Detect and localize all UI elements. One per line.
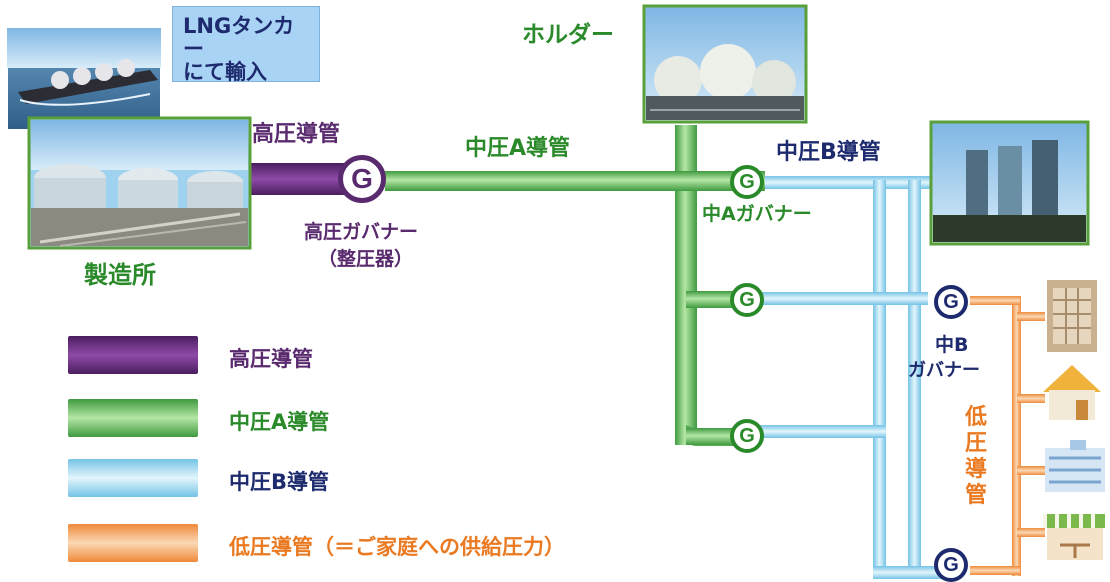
medium-b-governor-label-1: 中B xyxy=(935,334,969,356)
apartment-icon xyxy=(1047,280,1097,352)
high-pressure-governor-icon: G xyxy=(338,155,386,203)
legend-swatch-low-pressure xyxy=(68,524,198,562)
legend-label-high-pressure: 高圧導管 xyxy=(229,347,313,371)
legend-label-low-pressure: 低圧導管（＝ご家庭への供給圧力） xyxy=(229,535,565,559)
high-pressure-governor-label: 高圧ガバナー xyxy=(304,221,419,243)
medium-b-governor-icon-2: G xyxy=(934,548,968,582)
medium-a-pipe-label: 中圧A導管 xyxy=(465,136,571,161)
legend-swatch-high-pressure xyxy=(68,336,198,374)
house-icon xyxy=(1043,365,1101,420)
medium-a-governor-icon-3: G xyxy=(730,419,764,453)
lng-callout: LNGタンカー にて輸入 xyxy=(172,6,320,84)
medium-b-pipes xyxy=(758,176,953,579)
shop-icon xyxy=(1043,514,1105,560)
factory-label: 製造所 xyxy=(84,261,156,289)
high-pressure-pipe-label: 高圧導管 xyxy=(252,122,341,147)
legend-swatch-medium-a xyxy=(68,399,198,437)
legend-label-medium-a: 中圧A導管 xyxy=(229,410,330,434)
holder-label: ホルダー xyxy=(522,22,614,48)
medium-a-governor-label: 中Aガバナー xyxy=(702,203,812,225)
low-pressure-pipe-vertical-label: 低圧導管 xyxy=(964,405,987,508)
legend-swatch-medium-b xyxy=(68,459,198,497)
medium-b-governor-icon: G xyxy=(934,285,968,319)
medium-b-pipe-label: 中圧B導管 xyxy=(776,140,881,165)
legend-label-medium-b: 中圧B導管 xyxy=(229,470,330,494)
lng-tanker-photo xyxy=(6,27,162,131)
medium-a-governor-icon-2: G xyxy=(730,283,764,317)
office-buildings-photo xyxy=(929,120,1090,246)
medium-b-governor-label-2: ガバナー xyxy=(908,360,980,381)
medium-a-pipes xyxy=(385,125,765,446)
holder-photo xyxy=(642,4,808,124)
hospital-icon xyxy=(1045,440,1105,492)
low-pressure-pipes xyxy=(970,296,1045,576)
high-pressure-governor-sublabel: （整圧器） xyxy=(318,248,414,270)
factory-photo xyxy=(27,116,252,250)
medium-a-governor-icon: G xyxy=(730,165,764,199)
